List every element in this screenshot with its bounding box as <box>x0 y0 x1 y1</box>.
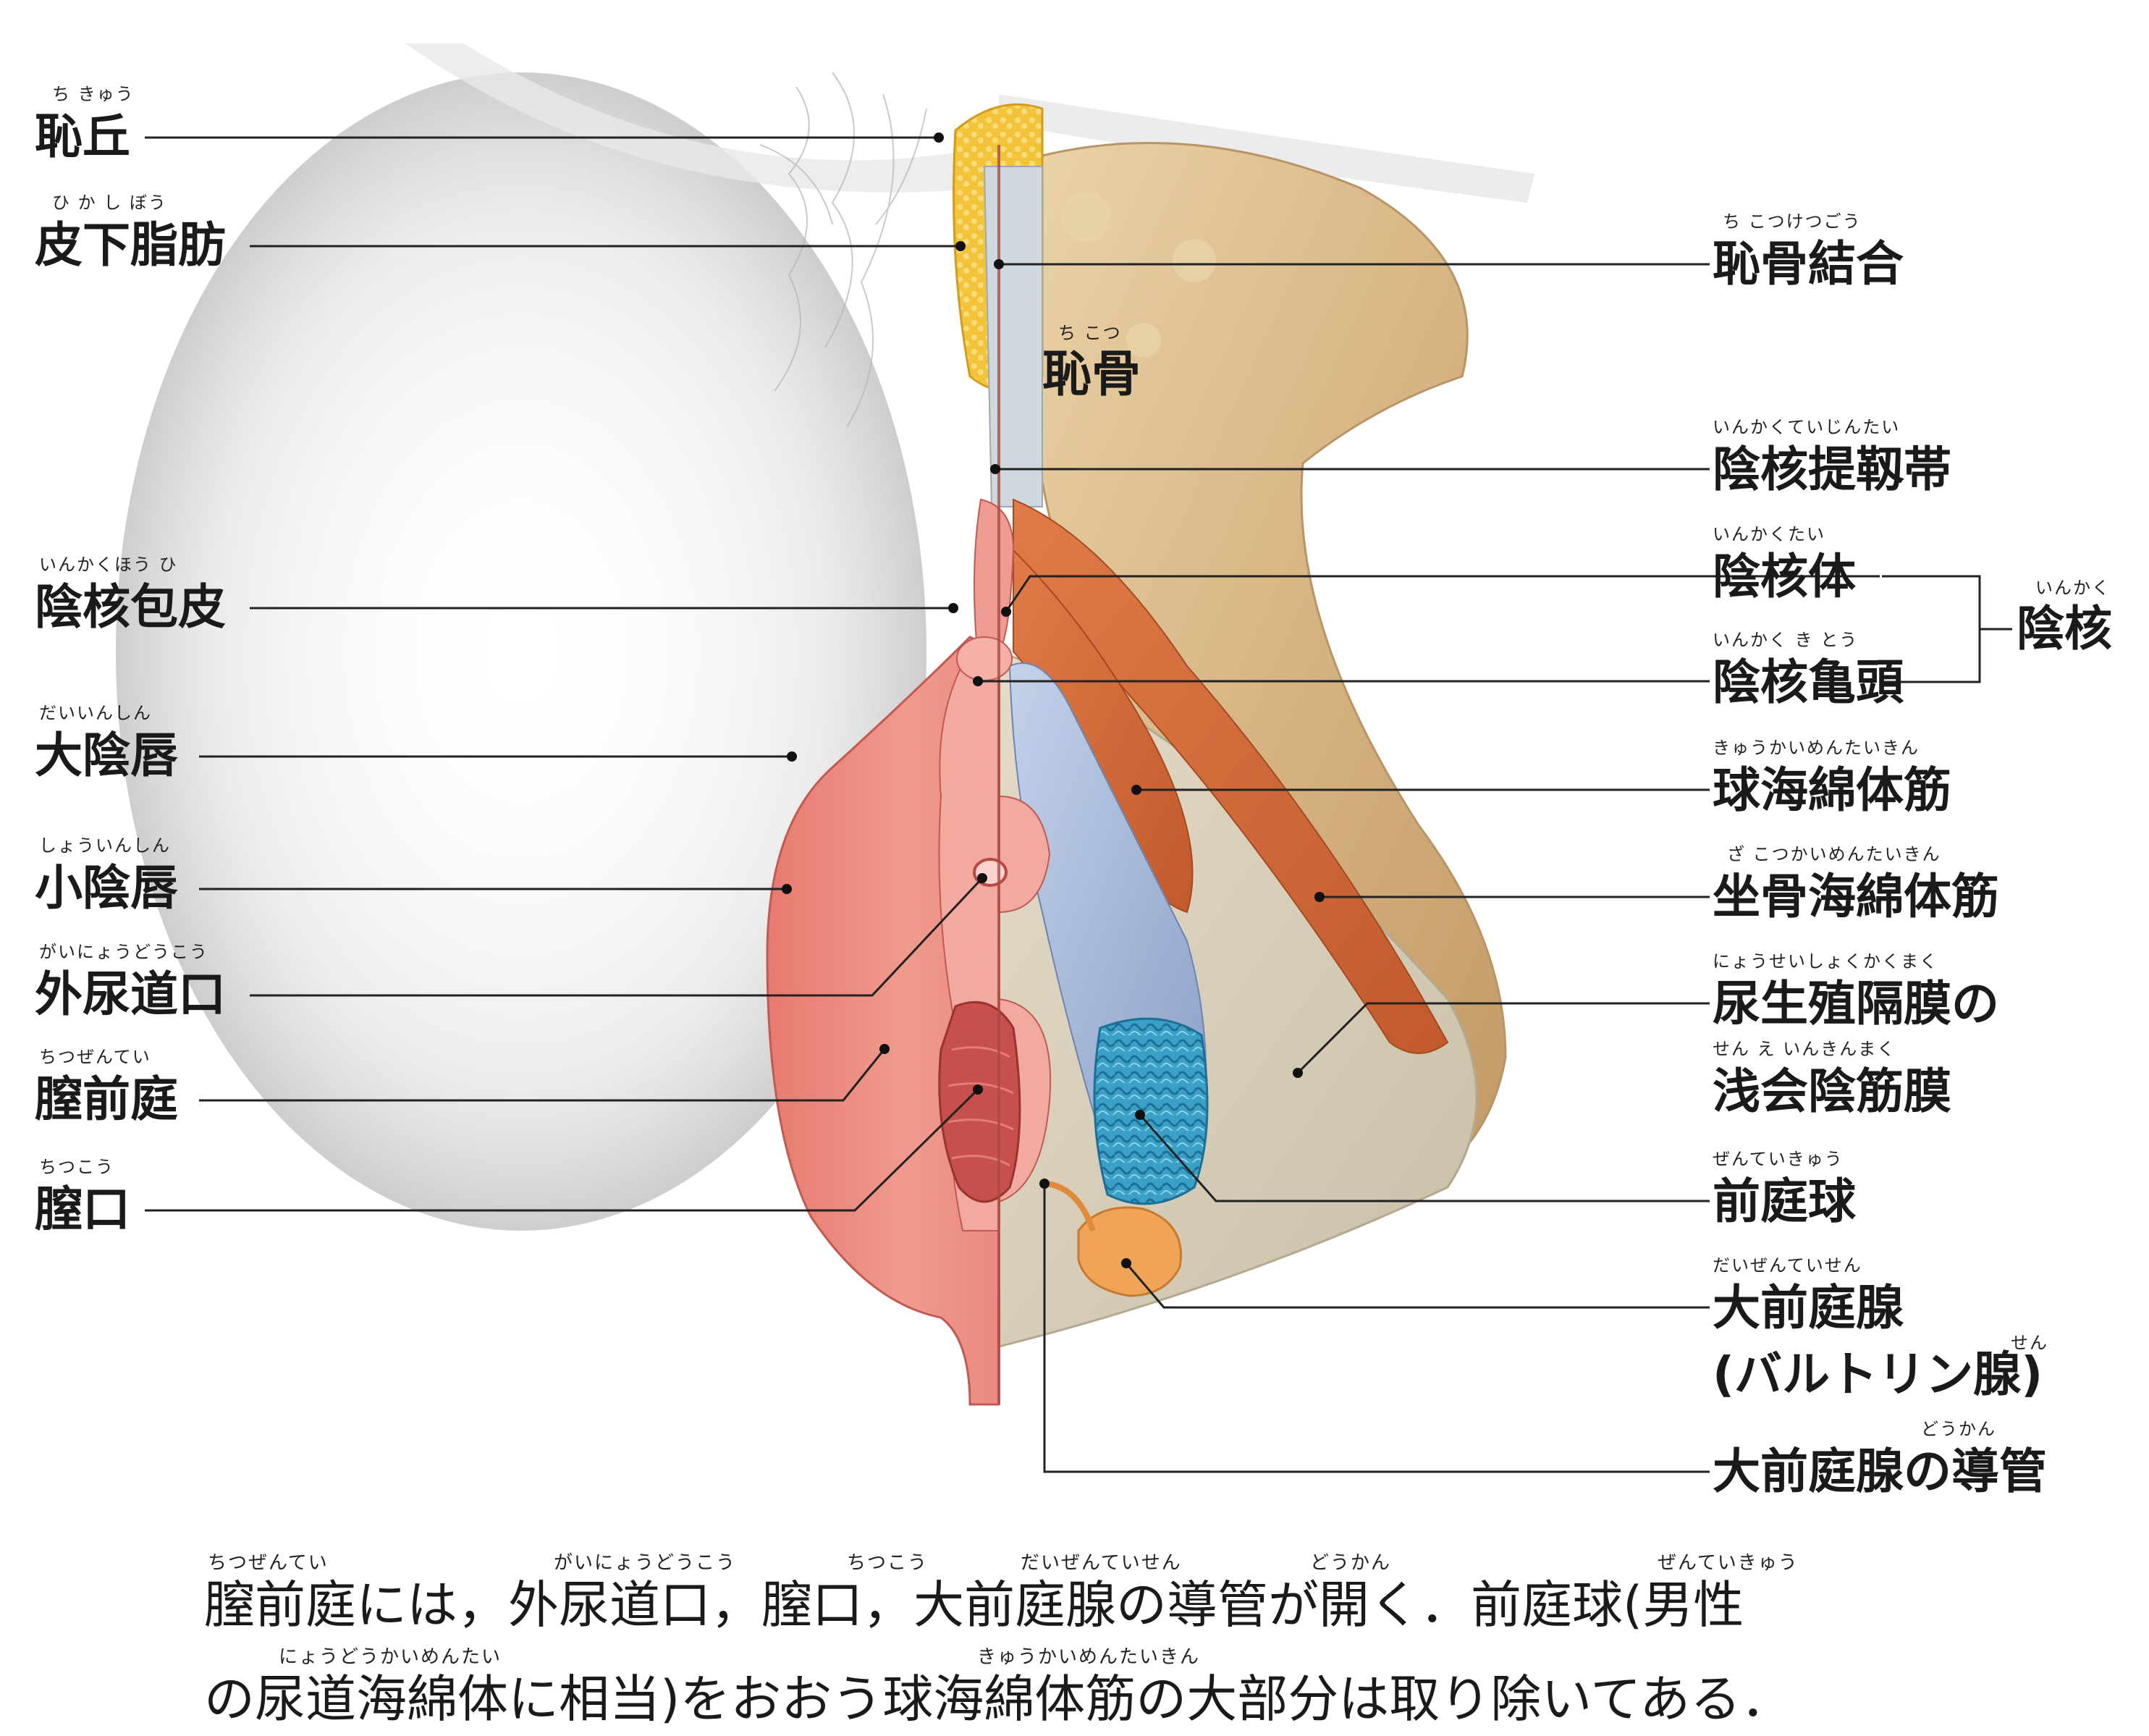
ruby-urogenital-diaphragm: にょうせいしょくかくまく <box>1713 953 1938 970</box>
label-pubic-bone: 恥骨 <box>1042 350 1141 400</box>
caption-ruby-2a: にょうどうかいめんたい <box>279 1648 502 1667</box>
ruby-urethral-orifice: がいにょうどうこう <box>39 943 208 961</box>
caption-ruby-2b: きゅうかいめんたいきん <box>977 1648 1200 1667</box>
label-vaginal-orifice: 膣口 <box>35 1186 130 1234</box>
label-vestibule: 膣前庭 <box>35 1076 178 1124</box>
clitoral-glans <box>957 637 1012 681</box>
label-labia-minora: 小陰唇 <box>35 864 178 912</box>
label-clitoris: 陰核 <box>2017 605 2112 653</box>
ruby-mons: ち きゅう <box>52 85 135 103</box>
ruby-pubic-symphysis: ち こつけつごう <box>1723 213 1862 230</box>
ruby-bartholin-duct: どうかん <box>1921 1420 1996 1438</box>
label-pubic-symphysis: 恥骨結合 <box>1713 240 1904 288</box>
ruby-clitoral-body: いんかくたい <box>1713 526 1825 543</box>
caption-ruby-1d: だいぜんていせん <box>1021 1554 1182 1572</box>
ruby-vaginal-orifice: ちつこう <box>39 1158 114 1176</box>
caption-ruby-1a: ちつぜんてい <box>208 1554 329 1572</box>
ruby-prepuce: いんかくほう ひ <box>39 556 178 573</box>
label-glans: 陰核亀頭 <box>1713 659 1904 707</box>
label-urogenital-diaphragm: 尿生殖隔膜の <box>1713 980 1999 1028</box>
caption-ruby-1e: どうかん <box>1310 1554 1391 1572</box>
ruby-glans: いんかく き とう <box>1713 631 1858 649</box>
label-urethral-orifice: 外尿道口 <box>35 971 226 1019</box>
bartholin-gland <box>1078 1208 1181 1296</box>
ruby-labia-minora: しょういんしん <box>39 837 171 854</box>
label-ischiocavernosus: 坐骨海綿体筋 <box>1713 873 1999 921</box>
label-suspensory-ligament: 陰核提靱帯 <box>1713 446 1951 494</box>
label-subcutaneous-fat: 皮下脂肪 <box>35 222 226 269</box>
label-prepuce: 陰核包皮 <box>35 583 226 631</box>
label-labia-majora: 大陰唇 <box>35 732 178 780</box>
caption-line-2: の尿道海綿体に相当)をおおう球海綿体筋の大部分は取り除いてある． <box>204 1674 1791 1724</box>
label-bartholin-gland: 大前庭腺 <box>1713 1284 1904 1332</box>
ruby-suspensory-ligament: いんかくていじんたい <box>1713 418 1900 436</box>
caption-ruby-1c: ちつこう <box>847 1554 928 1572</box>
label-bartholin-duct: 大前庭腺の導管 <box>1713 1448 2047 1496</box>
caption-ruby-1f: ぜんていきゅう <box>1658 1554 1799 1572</box>
ruby-clitoris: いんかく <box>2035 579 2111 597</box>
label-vestibular-bulb: 前庭球 <box>1713 1178 1856 1226</box>
ruby-pubic-bone: ち こつ <box>1058 324 1122 342</box>
label-bulbospongiosus: 球海綿体筋 <box>1713 767 1951 814</box>
label-perineal-fascia: 浅会陰筋膜 <box>1713 1068 1951 1116</box>
ruby-perineal-fascia: せん え いんきんまく <box>1713 1040 1896 1058</box>
ruby-vestibule: ちつぜんてい <box>39 1048 151 1066</box>
symphysis <box>984 167 1042 507</box>
ruby-labia-majora: だいいんしん <box>39 704 152 722</box>
caption-line-1: 膣前庭には，外尿道口，膣口，大前庭腺の導管が開く．前庭球(男性 <box>204 1580 1744 1630</box>
label-bartholin-alt: (バルトリン腺) <box>1713 1351 2043 1399</box>
ruby-subcutaneous-fat: ひ か し ぼう <box>52 194 167 211</box>
label-clitoral-body: 陰核体 <box>1713 553 1856 601</box>
ruby-bartholin-gland: だいぜんていせん <box>1713 1257 1862 1274</box>
label-mons: 恥丘 <box>35 113 130 161</box>
ruby-ischiocavernosus: ざ こつかいめんたいきん <box>1727 846 1941 863</box>
ruby-bulbospongiosus: きゅうかいめんたいきん <box>1713 739 1920 757</box>
ruby-vestibular-bulb: ぜんていきゅう <box>1713 1150 1844 1168</box>
caption-ruby-1b: がいにょうどうこう <box>554 1554 736 1572</box>
clitoral-hood <box>974 500 1013 652</box>
bulb-cut-surface <box>1094 1019 1207 1204</box>
